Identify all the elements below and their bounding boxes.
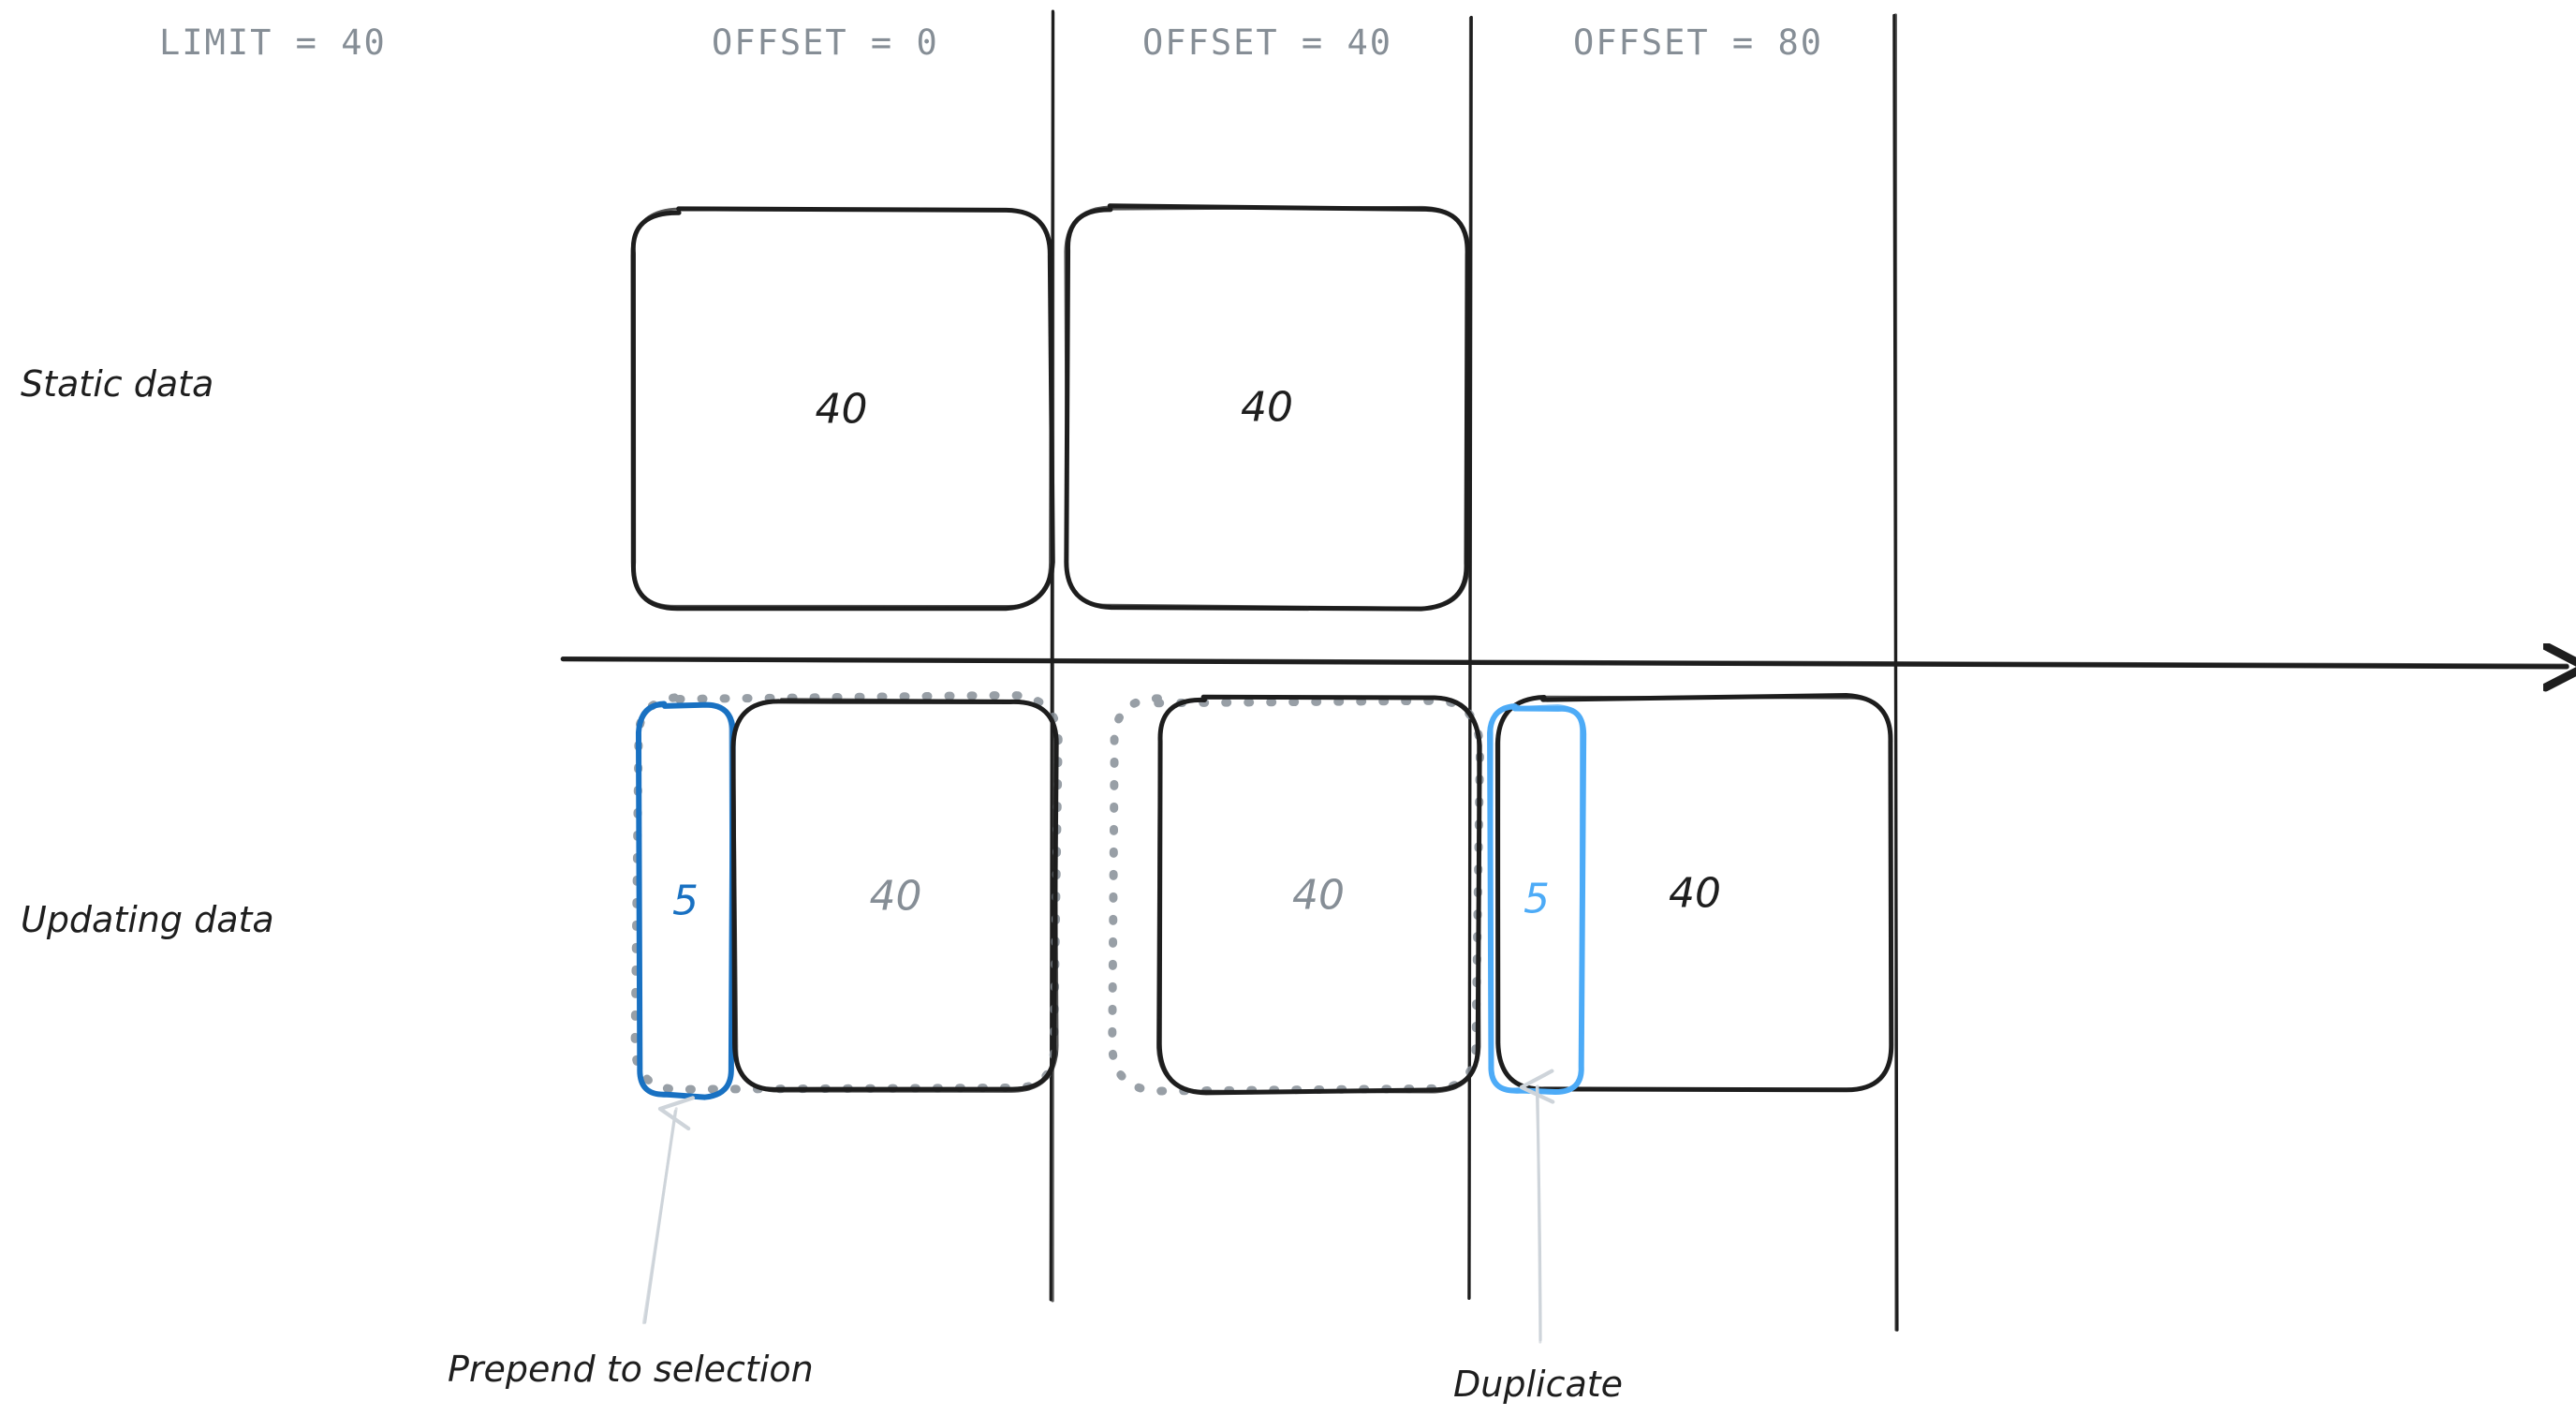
divider-1-pass-1 <box>1051 10 1055 1303</box>
duplicate-chunk-value: 5 <box>1524 875 1550 923</box>
static-page-1 <box>630 206 1055 612</box>
prepended-chunk-1-outline-2 <box>637 704 734 1099</box>
divider-3-pass-1 <box>1893 13 1898 1332</box>
static-page-2-outline-2 <box>1064 205 1471 610</box>
updating-page-2-outline-2 <box>1156 695 1481 1094</box>
prepended-chunk-1-value: 5 <box>672 877 699 924</box>
updating-page-3-outline-2 <box>1497 695 1892 1091</box>
static-page-2 <box>1064 203 1471 612</box>
divider-1[interactable] <box>1049 9 1055 1303</box>
prepend-arrow-pass-1 <box>641 1107 678 1325</box>
updating-page-3-value: 40 <box>1669 869 1721 918</box>
duplicate-chunk <box>1487 703 1587 1096</box>
static-page-1-outline-2 <box>630 207 1052 608</box>
updating-page-1 <box>730 698 1059 1093</box>
timeline-pass-1 <box>560 656 2569 669</box>
prepend-arrow[interactable] <box>641 1096 696 1325</box>
static-page-2-value: 40 <box>1241 383 1293 432</box>
divider-2[interactable] <box>1467 15 1473 1300</box>
header-offset-80: OFFSET = 80 <box>1573 22 1824 63</box>
header-offset-0: OFFSET = 0 <box>712 22 939 63</box>
timeline[interactable] <box>560 656 2569 669</box>
duplicate-arrow[interactable] <box>1519 1069 1555 1344</box>
duplicate-chunk-outline-2 <box>1489 704 1583 1094</box>
annotation-duplicate: Duplicate <box>1453 1364 1624 1405</box>
updating-page-2-value: 40 <box>1292 871 1345 919</box>
updating-page-1-outline-2 <box>732 698 1059 1093</box>
updating-page-3 <box>1494 693 1894 1093</box>
header-offset-40: OFFSET = 40 <box>1142 22 1393 63</box>
static-page-1-value: 40 <box>815 385 868 433</box>
updating-page-1-value: 40 <box>869 872 922 920</box>
updating-page-2 <box>1156 694 1482 1096</box>
divider-3[interactable] <box>1892 13 1899 1332</box>
prepended-chunk-1 <box>635 701 736 1100</box>
duplicate-arrow-pass-1 <box>1536 1084 1542 1344</box>
row-label-updating-data: Updating data <box>21 899 274 940</box>
annotation-prepend-to-selection: Prepend to selection <box>448 1349 814 1390</box>
divider-2-pass-1 <box>1467 16 1473 1300</box>
header-limit: LIMIT = 40 <box>159 22 387 63</box>
row-label-static-data: Static data <box>21 363 214 405</box>
